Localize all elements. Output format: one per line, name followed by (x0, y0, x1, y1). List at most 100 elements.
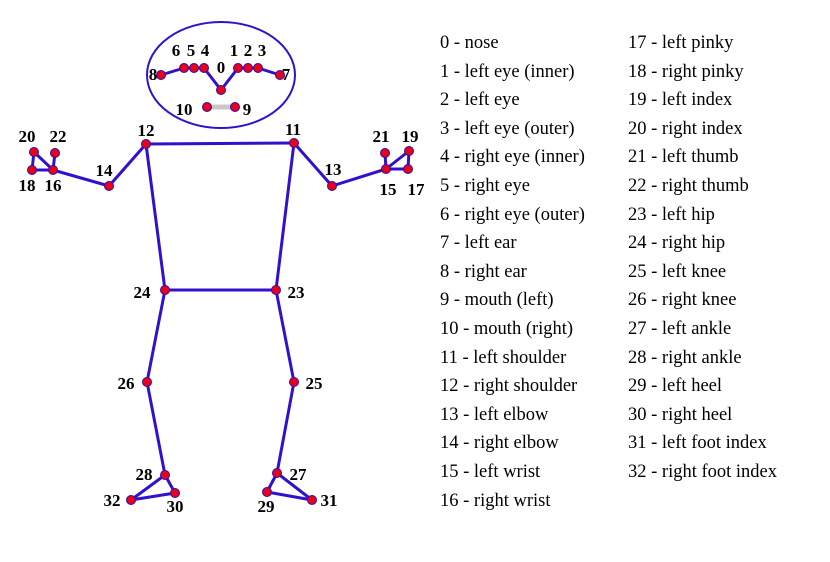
joint-label-25: 25 (306, 374, 323, 393)
joint-12 (141, 139, 151, 149)
legend-number: 26 (628, 290, 647, 311)
joint-label-18: 18 (19, 176, 36, 195)
legend-name: right knee (661, 290, 737, 311)
joint-13 (327, 181, 337, 191)
joint-label-2: 2 (244, 41, 253, 60)
legend-number: 2 (440, 90, 450, 111)
legend-item-0: 0 - nose (440, 33, 499, 53)
joint-label-14: 14 (96, 161, 114, 180)
legend-name: left pinky (661, 33, 734, 53)
joint-30 (170, 488, 180, 498)
joint-label-30: 30 (167, 497, 184, 516)
legend-item-22: 22 - right thumb (628, 176, 749, 196)
bone-26-28 (145, 380, 167, 477)
legend-number: 23 (628, 204, 647, 225)
joint-26 (142, 377, 152, 387)
joint-label-12: 12 (138, 121, 155, 140)
legend-item-30: 30 - right heel (628, 404, 733, 425)
joint-19 (404, 146, 414, 156)
legend-number: 15 (440, 462, 459, 482)
bone-11-12 (144, 141, 296, 146)
joint-label-10: 10 (176, 100, 193, 119)
legend-number: 3 (440, 118, 450, 139)
legend-item-12: 12 - right shoulder (440, 376, 578, 397)
joint-0 (216, 85, 226, 95)
legend-name: right foot index (661, 462, 778, 482)
joint-label-7: 7 (282, 65, 291, 84)
joint-18 (27, 165, 37, 175)
joint-label-6: 6 (172, 41, 181, 60)
joint-label-29: 29 (258, 497, 275, 516)
legend-number: 17 (628, 33, 647, 53)
joint-25 (289, 377, 299, 387)
bone-12-14 (107, 142, 148, 188)
legend-item-21: 21 - left thumb (628, 147, 739, 168)
joint-5 (189, 63, 199, 73)
joint-10 (202, 102, 212, 112)
bone-11-23 (274, 141, 296, 292)
joint-label-32: 32 (104, 491, 121, 510)
joint-32 (126, 495, 136, 505)
bone-29-31 (265, 490, 314, 502)
head-outline (146, 21, 296, 129)
legend-number: 22 (628, 176, 647, 196)
bone-28-32 (129, 473, 167, 502)
legend-item-29: 29 - left heel (628, 376, 723, 397)
joint-label-20: 20 (19, 127, 36, 146)
legend-name: right eye (inner) (464, 147, 585, 168)
joint-label-9: 9 (243, 100, 252, 119)
legend-name: left ear (464, 233, 517, 254)
legend-number: 30 (628, 404, 647, 425)
joint-7 (275, 70, 285, 80)
legend-number: 16 (440, 490, 459, 511)
joint-label-4: 4 (201, 41, 210, 60)
joint-label-1: 1 (230, 41, 239, 60)
legend-item-4: 4 - right eye (inner) (440, 147, 585, 168)
legend-name: left thumb (661, 147, 739, 168)
legend-item-10: 10 - mouth (right) (440, 319, 574, 339)
joint-label-8: 8 (149, 65, 158, 84)
legend-item-2: 2 - left eye (440, 90, 520, 111)
legend-number: 12 (440, 376, 459, 397)
joint-label-28: 28 (136, 465, 153, 484)
legend-name: left wrist (473, 462, 541, 482)
bone-11-13 (292, 141, 334, 188)
bone-13-15 (330, 167, 388, 188)
legend-item-7: 7 - left ear (440, 233, 517, 254)
legend-item-28: 28 - right ankle (628, 347, 742, 368)
bone-23-25 (274, 288, 296, 384)
legend-number: 11 (440, 347, 458, 368)
joint-label-19: 19 (402, 127, 419, 146)
legend-name: left eye (464, 90, 520, 111)
legend-item-25: 25 - left knee (628, 261, 727, 282)
legend-number: 28 (628, 347, 647, 368)
bone-25-27 (275, 380, 296, 475)
joint-24 (160, 285, 170, 295)
bone-12-24 (144, 142, 167, 292)
legend-item-20: 20 - right index (628, 118, 743, 139)
legend-item-19: 19 - left index (628, 90, 733, 111)
legend-number: 14 (440, 433, 459, 454)
bone-24-26 (145, 288, 167, 384)
joint-label-11: 11 (285, 120, 301, 139)
legend-item-6: 6 - right eye (outer) (440, 204, 585, 225)
legend-name: right index (661, 118, 743, 139)
legend-number: 27 (628, 319, 647, 339)
joint-label-22: 22 (50, 127, 67, 146)
legend-name: right eye (464, 176, 530, 196)
legend-name: mouth (left) (464, 290, 554, 311)
legend-item-1: 1 - left eye (inner) (440, 61, 575, 82)
legend-number: 21 (628, 147, 647, 168)
joint-label-16: 16 (45, 176, 62, 195)
legend-item-9: 9 - mouth (left) (440, 290, 554, 311)
legend-name: left knee (661, 261, 727, 282)
joint-31 (307, 495, 317, 505)
legend-name: right ankle (661, 347, 742, 368)
legend-number: 8 (440, 261, 450, 282)
legend-name: right shoulder (473, 376, 578, 397)
legend-number: 25 (628, 261, 647, 282)
legend-number: 5 (440, 176, 450, 196)
joint-label-27: 27 (290, 465, 308, 484)
legend-item-14: 14 - right elbow (440, 433, 559, 454)
legend-item-8: 8 - right ear (440, 261, 527, 282)
